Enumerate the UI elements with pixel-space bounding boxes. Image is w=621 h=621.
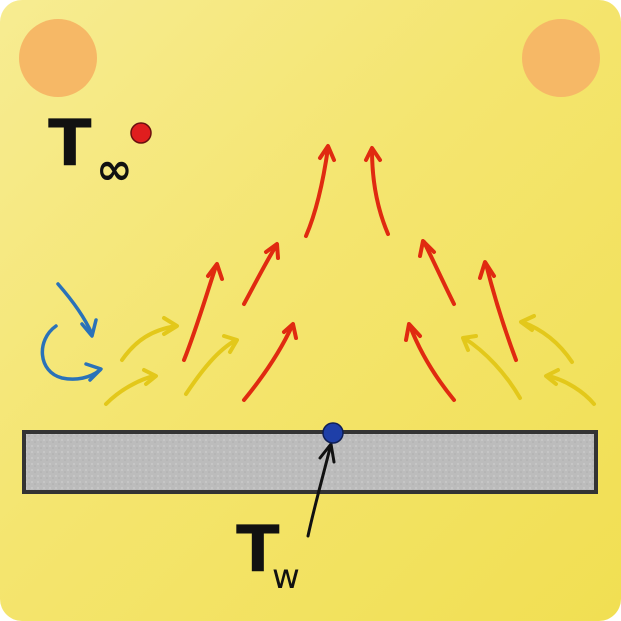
ambient-temperature-point	[130, 122, 152, 144]
ambient-temperature-symbol: T	[48, 107, 92, 181]
wall-temperature-point	[322, 422, 344, 444]
cool-arrow	[184, 338, 238, 396]
hot-arrows	[182, 144, 518, 402]
inflow-arrows	[40, 282, 103, 382]
hot-arrow	[484, 262, 518, 362]
inflow-arrow-curl	[40, 324, 102, 381]
cool-arrow	[462, 336, 522, 400]
corner-dot-right	[522, 19, 600, 97]
hot-arrow	[422, 240, 456, 306]
hot-arrow	[408, 324, 456, 402]
wall-temperature-symbol: T	[236, 513, 280, 587]
cool-arrow	[120, 324, 178, 362]
wall-temperature-subscript: w	[272, 557, 300, 597]
wall-pointer-arrow	[306, 442, 336, 538]
hot-arrow	[304, 146, 330, 238]
hot-arrow	[242, 324, 294, 402]
cool-arrow	[546, 374, 596, 406]
corner-dot-left	[19, 19, 97, 97]
hot-arrow	[370, 148, 390, 236]
cool-arrow	[520, 320, 574, 364]
hot-arrow	[242, 244, 278, 306]
inflow-arrow-upper	[56, 282, 94, 336]
cool-arrows	[104, 314, 596, 406]
heated-plate	[22, 430, 598, 494]
ambient-temperature-subscript: ∞	[96, 144, 133, 195]
cool-arrow	[104, 374, 156, 406]
hot-arrow	[182, 264, 218, 362]
